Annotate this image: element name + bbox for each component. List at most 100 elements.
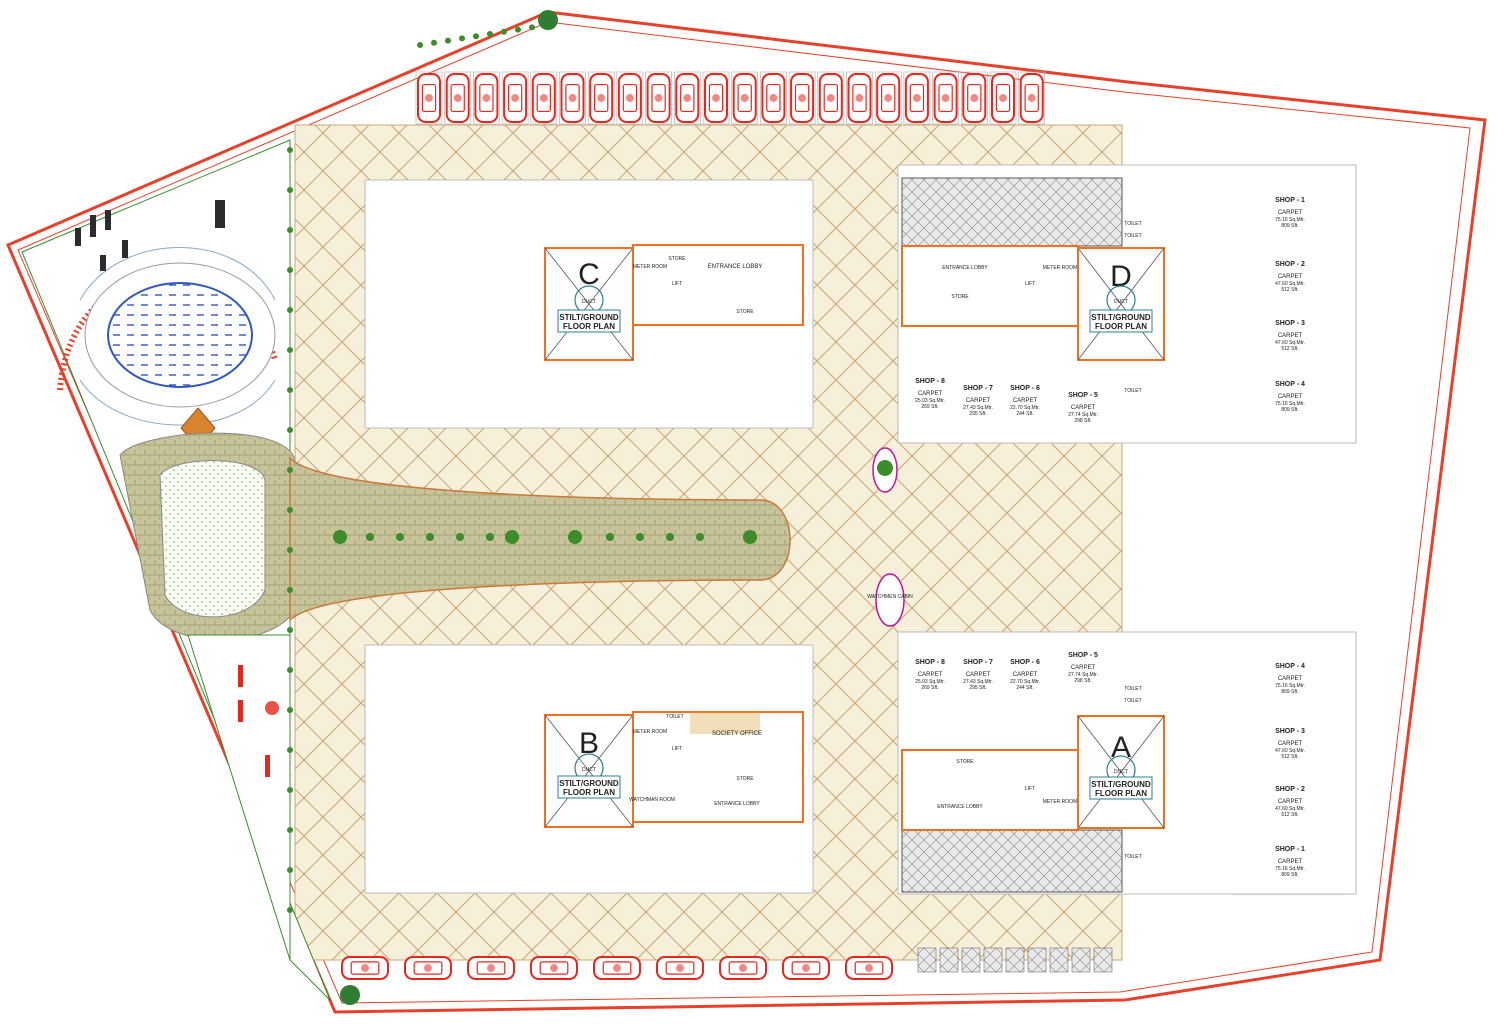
shrub bbox=[287, 227, 293, 233]
block-a-letter: A bbox=[1111, 731, 1131, 764]
block-c-room-lobby: ENTRANCE LOBBY bbox=[708, 264, 763, 270]
block-b-letter: B bbox=[579, 727, 599, 760]
tree bbox=[538, 10, 558, 30]
shop-sft: 809 Sft. bbox=[1281, 689, 1298, 695]
shop-sft: 295 Sft. bbox=[969, 685, 986, 691]
parking-bay bbox=[616, 71, 644, 125]
shop-name: SHOP - 2 bbox=[1275, 786, 1305, 793]
shop-name: SHOP - 6 bbox=[1010, 385, 1040, 392]
shop-area: 27.43 Sq.Mtr. bbox=[963, 679, 993, 685]
car-top-row bbox=[761, 73, 786, 123]
shrub bbox=[501, 28, 507, 35]
block-a-room-store: STORE bbox=[956, 759, 974, 765]
shrub bbox=[287, 307, 293, 313]
shrub bbox=[287, 507, 293, 513]
parking-bay-hatched bbox=[1071, 947, 1091, 973]
parking-bay bbox=[530, 71, 558, 125]
shrub bbox=[287, 187, 293, 193]
shop-sft: 244 Sft. bbox=[1016, 685, 1033, 691]
shrub bbox=[287, 547, 293, 553]
car-top-row bbox=[876, 73, 901, 123]
block-b-room-lift: LIFT bbox=[672, 746, 682, 752]
shrub bbox=[287, 267, 293, 273]
block-d-duct: DUCT bbox=[1114, 299, 1128, 305]
shrub bbox=[287, 747, 293, 753]
parking-bay-hatched bbox=[939, 947, 959, 973]
shop-area: 47.60 Sq.Mtr. bbox=[1275, 748, 1305, 754]
shop-carpet: CARPET bbox=[1278, 799, 1303, 805]
shop-name: SHOP - 5 bbox=[1068, 652, 1098, 659]
parking-bay bbox=[673, 71, 701, 125]
shop-area: 22.70 Sq.Mtr. bbox=[1010, 405, 1040, 411]
block-c-plan-label-2: FLOOR PLAN bbox=[563, 322, 615, 331]
car-bottom-row bbox=[530, 956, 578, 980]
block-a-room-lobby: ENTRANCE LOBBY bbox=[937, 804, 983, 810]
shop-carpet: CARPET bbox=[1278, 333, 1303, 339]
block-d-room-store: STORE bbox=[951, 294, 969, 300]
parking-bay bbox=[415, 71, 443, 125]
block-d-plan-label-1: STILT/GROUND bbox=[1091, 313, 1151, 322]
shop-area: 27.74 Sq.Mtr. bbox=[1068, 412, 1098, 418]
shop-area: 75.16 Sq.Mtr. bbox=[1275, 866, 1305, 872]
car-top-row bbox=[675, 73, 700, 123]
shrub bbox=[287, 907, 293, 913]
car-top-row bbox=[790, 73, 815, 123]
shop-area: 27.74 Sq.Mtr. bbox=[1068, 672, 1098, 678]
block-b-room-lobby: ENTRANCE LOBBY bbox=[714, 801, 760, 807]
block-c-letter: C bbox=[578, 258, 600, 291]
shop-sft: 244 Sft. bbox=[1016, 411, 1033, 417]
block-c-plan-label-1: STILT/GROUND bbox=[559, 313, 619, 322]
shrub bbox=[287, 147, 293, 153]
block-a-duct: DUCT bbox=[1114, 769, 1128, 775]
block-b-room-store: STORE bbox=[736, 776, 754, 782]
block-c-room-meter: METER ROOM bbox=[633, 264, 667, 270]
shop-area: 75.16 Sq.Mtr. bbox=[1275, 683, 1305, 689]
shop-area: 25.03 Sq.Mtr. bbox=[915, 398, 945, 404]
shop-name: SHOP - 2 bbox=[1275, 261, 1305, 268]
block-d: D DUCT STILT/GROUND FLOOR PLAN ENTRANCE … bbox=[897, 164, 1357, 444]
parking-bay bbox=[559, 71, 586, 125]
toilet-label: TOILET bbox=[1124, 388, 1141, 394]
shrub bbox=[287, 667, 293, 673]
car-top-row bbox=[991, 73, 1015, 123]
car-bottom-row bbox=[656, 956, 704, 980]
block-b-plan-label-1: STILT/GROUND bbox=[559, 779, 619, 788]
parking-bay bbox=[903, 71, 931, 125]
block-d-room-meter: METER ROOM bbox=[1043, 265, 1077, 271]
shrub bbox=[529, 24, 535, 31]
shop-area: 75.16 Sq.Mtr. bbox=[1275, 401, 1305, 407]
block-d-room-lift: LIFT bbox=[1025, 281, 1035, 287]
watchmen-cabin-label: WATCHMEN CABIN bbox=[867, 594, 913, 600]
block-b-room-meter: METER ROOM bbox=[633, 729, 667, 735]
car-bottom-row bbox=[404, 956, 452, 980]
shrub bbox=[515, 26, 521, 33]
car-top-row bbox=[962, 73, 987, 123]
block-c-room-store: STORE bbox=[668, 256, 686, 262]
shop-name: SHOP - 1 bbox=[1275, 846, 1305, 853]
shop-carpet: CARPET bbox=[1071, 665, 1096, 671]
parking-bay bbox=[1018, 71, 1046, 125]
shop-name: SHOP - 7 bbox=[963, 385, 993, 392]
shop-carpet: CARPET bbox=[1013, 672, 1038, 678]
block-b: B DUCT STILT/GROUND FLOOR PLAN SOCIETY O… bbox=[364, 644, 814, 894]
car-bottom-row bbox=[845, 956, 893, 980]
shrub bbox=[287, 627, 293, 633]
shrub bbox=[287, 347, 293, 353]
shop-name: SHOP - 7 bbox=[963, 659, 993, 666]
car-top-row bbox=[704, 73, 728, 123]
block-c-room-store-2: STORE bbox=[736, 309, 754, 315]
shrub bbox=[287, 387, 293, 393]
shop-sft: 269 Sft. bbox=[921, 685, 938, 691]
parking-bay bbox=[501, 71, 529, 125]
shop-name: SHOP - 6 bbox=[1010, 659, 1040, 666]
block-a-room-lift: LIFT bbox=[1025, 786, 1035, 792]
tree bbox=[340, 985, 360, 1005]
car-bottom-row bbox=[467, 956, 515, 980]
shop-area: 47.60 Sq.Mtr. bbox=[1275, 281, 1305, 287]
shrub bbox=[287, 587, 293, 593]
shop-carpet: CARPET bbox=[1278, 859, 1303, 865]
car-top-row bbox=[531, 73, 556, 123]
car-top-row bbox=[445, 73, 470, 123]
shop-carpet: CARPET bbox=[1013, 398, 1038, 404]
